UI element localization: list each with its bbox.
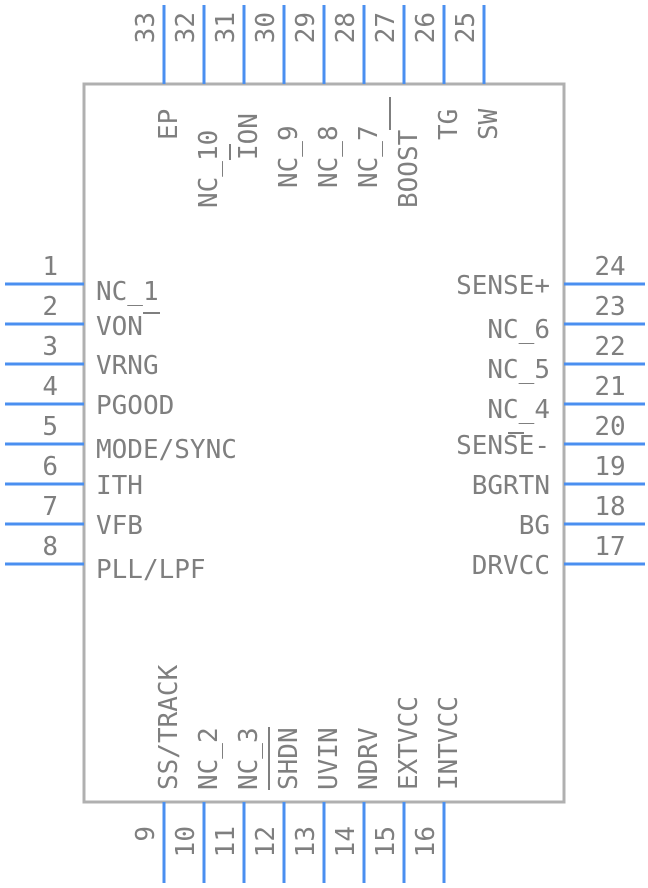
pin-6-number: 6 — [42, 452, 58, 482]
pin-11-label: NC_3 — [234, 727, 264, 790]
pin-4-label: PGOOD — [96, 391, 174, 421]
pin-3-label: VRNG — [96, 351, 159, 381]
pin-24-number: 24 — [594, 252, 625, 282]
pin-5-label: MODE/SYNC — [96, 435, 237, 465]
pin-21-label: NC_4 — [487, 395, 550, 425]
pin-1-label: NC_1 — [96, 277, 159, 307]
pin-31-number: 31 — [211, 12, 241, 43]
pin-25-label: SW — [474, 108, 504, 140]
pin-3-number: 3 — [42, 332, 58, 362]
pin-29-number: 29 — [291, 12, 321, 43]
pin-2-label: VON — [96, 312, 143, 342]
pin-14-label: NDRV — [354, 727, 384, 790]
pin-11-number: 11 — [211, 826, 241, 857]
pin-26-label: TG — [434, 109, 464, 140]
pin-22-label: NC_5 — [487, 355, 550, 385]
pin-7-label: VFB — [96, 511, 143, 541]
pin-28-number: 28 — [331, 12, 361, 43]
pin-1-number: 1 — [42, 252, 58, 282]
pin-33-number: 33 — [131, 12, 161, 43]
pin-5-number: 5 — [42, 412, 58, 442]
pin-9-number: 9 — [131, 826, 161, 842]
pin-19-number: 19 — [594, 452, 625, 482]
pin-21-number: 21 — [594, 372, 625, 402]
pin-15-number: 15 — [371, 826, 401, 857]
pin-32-label: NC_10 — [194, 130, 224, 208]
pin-8-number: 8 — [42, 532, 58, 562]
pin-27-number: 27 — [371, 12, 401, 43]
pin-12-label: SHDN — [274, 727, 304, 790]
pin-18-label: BG — [519, 511, 550, 541]
pin-20-label: SENSE- — [456, 431, 550, 461]
pin-17-number: 17 — [594, 532, 625, 562]
pin-9-label: SS/TRACK — [154, 664, 184, 790]
pin-32-number: 32 — [171, 12, 201, 43]
pin-17-label: DRVCC — [472, 551, 550, 581]
pin-2-number: 2 — [42, 292, 58, 322]
pin-22-number: 22 — [594, 332, 625, 362]
pin-27-label: BOOST — [394, 129, 424, 208]
pin-20-number: 20 — [594, 412, 625, 442]
pin-7-number: 7 — [42, 492, 58, 522]
pin-14-number: 14 — [331, 826, 361, 857]
pin-30-label: NC_9 — [274, 125, 304, 188]
pin-28-label: NC_7 — [354, 125, 384, 188]
pin-25-number: 25 — [451, 12, 481, 43]
pin-13-number: 13 — [291, 826, 321, 857]
pin-24-label: SENSE+ — [456, 271, 550, 301]
pin-31-label: ION — [234, 113, 264, 160]
pin-13-label: UVIN — [314, 727, 344, 790]
ic-body — [82, 82, 566, 804]
pin-4-number: 4 — [42, 372, 58, 402]
pin-29-label: NC_8 — [314, 125, 344, 188]
pin-18-number: 18 — [594, 492, 625, 522]
pin-23-label: NC_6 — [487, 315, 550, 345]
pin-12-number: 12 — [251, 826, 281, 857]
pin-16-number: 16 — [411, 826, 441, 857]
pin-8-label: PLL/LPF — [96, 555, 206, 585]
pin-23-number: 23 — [594, 292, 625, 322]
pin-19-label: BGRTN — [472, 471, 550, 501]
pin-10-number: 10 — [171, 826, 201, 857]
pin-26-number: 26 — [411, 12, 441, 43]
pin-33-label: EP — [154, 109, 184, 140]
pin-15-label: EXTVCC — [394, 696, 424, 790]
pin-16-label: INTVCC — [434, 696, 464, 790]
pin-10-label: NC_2 — [194, 727, 224, 790]
pin-30-number: 30 — [251, 12, 281, 43]
pin-6-label: ITH — [96, 471, 143, 501]
